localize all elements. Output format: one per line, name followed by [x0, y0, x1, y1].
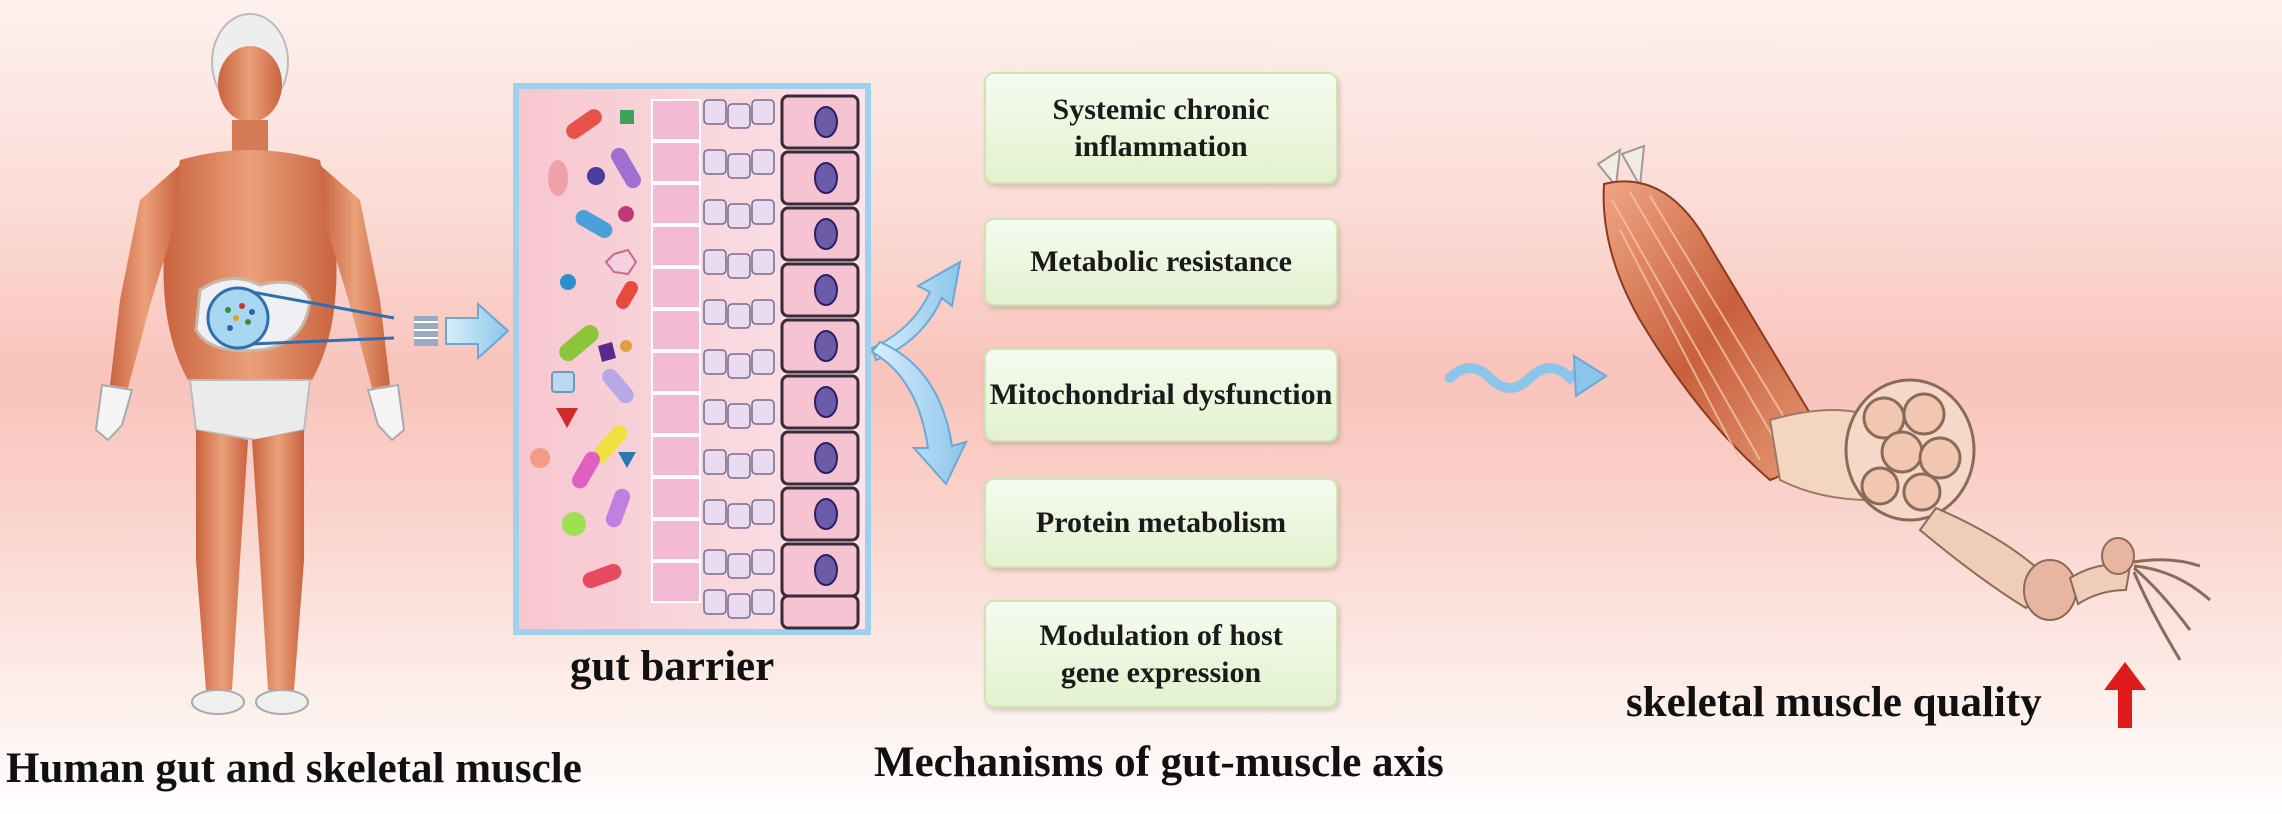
gut-barrier-panel [513, 83, 871, 635]
skeletal-muscle-quality-label: skeletal muscle quality [1626, 679, 2042, 726]
mechanism-line: inflammation [1074, 130, 1248, 163]
wavy-arrow-icon [1445, 354, 1608, 398]
branch-arrows [870, 260, 968, 486]
mechanism-metabolic-resistance: Metabolic resistance [984, 218, 1338, 306]
human-gut-muscle-label: Human gut and skeletal muscle [6, 745, 582, 792]
mechanism-line: Systemic chronic [1052, 92, 1270, 126]
mechanism-mitochondrial-dysfunction: Mitochondrial dysfunction [984, 348, 1338, 442]
human-muscle-figure [94, 13, 406, 715]
mechanism-line: Modulation of host [1039, 618, 1283, 652]
mechanism-line: Mitochondrial dysfunction [989, 378, 1333, 412]
mechanism-line: Metabolic resistance [1030, 245, 1292, 279]
mechanism-line: Protein metabolism [1035, 506, 1287, 540]
human-to-gut-arrow [414, 301, 510, 361]
mechanism-modulation-host-gene-expression: Modulation of host gene expression [984, 600, 1338, 708]
red-up-arrow-icon [2104, 662, 2146, 728]
gut-barrier-label: gut barrier [570, 643, 775, 690]
gut-muscle-axis-label: Mechanisms of gut-muscle axis [874, 739, 1444, 786]
mechanism-line: gene expression [1060, 656, 1262, 689]
mechanism-systemic-chronic-inflammation: Systemic chronic inflammation [984, 72, 1338, 184]
skeletal-muscle-illustration [1596, 144, 2211, 661]
mechanism-protein-metabolism: Protein metabolism [984, 478, 1338, 568]
